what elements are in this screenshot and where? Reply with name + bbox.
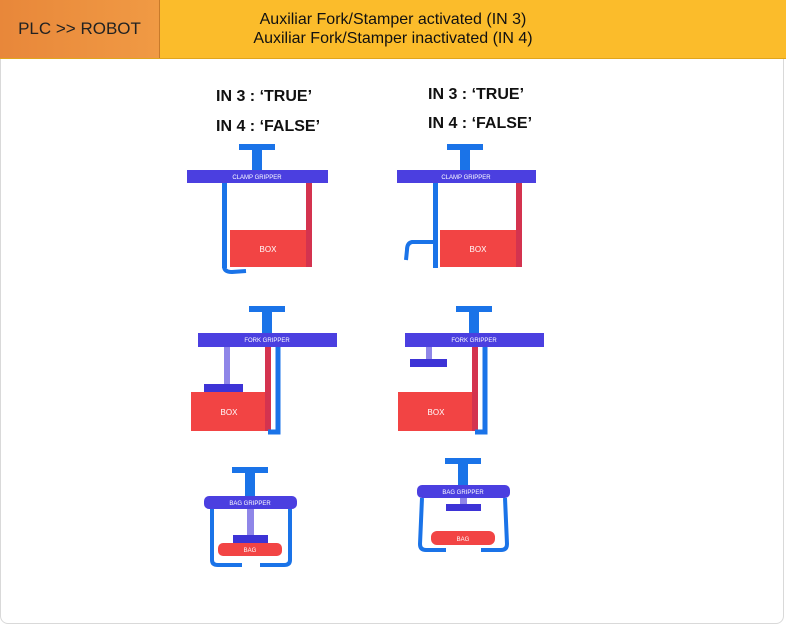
bag-plunger-pad-left xyxy=(233,535,268,543)
fork-red-arm-left xyxy=(265,347,271,431)
fork-blue-arm-right xyxy=(475,347,488,435)
bag-gripper-label-left: BAG GRIPPER xyxy=(229,501,271,507)
clamp-left-arm-tip-left xyxy=(222,265,247,275)
bag-gripper-label-right: BAG GRIPPER xyxy=(442,490,484,496)
page-title: Auxiliar Fork/Stamper activated (IN 3) A… xyxy=(160,10,626,48)
fork-diagram-right: FORK GRIPPER BOX xyxy=(398,306,544,435)
clamp-stem-right xyxy=(460,150,470,170)
fork-box-left xyxy=(191,392,267,431)
condition-in3-right: IN 3 : ‘TRUE’ xyxy=(428,86,525,103)
stamper-rod-right xyxy=(426,347,432,359)
bag-right-claw-left xyxy=(260,509,292,567)
clamp-gripper-label-left: CLAMP GRIPPER xyxy=(232,175,282,181)
fork-gripper-label-left: FORK GRIPPER xyxy=(244,338,290,344)
bag-stem-right xyxy=(458,464,468,485)
clamp-stem-cap-left xyxy=(239,144,275,150)
title-line-1: Auxiliar Fork/Stamper activated (IN 3) xyxy=(259,11,527,28)
bag-right xyxy=(431,531,495,545)
bag-gripper-bar-left xyxy=(204,496,297,509)
clamp-left-arm-right xyxy=(433,183,438,268)
clamp-right-arm-left xyxy=(306,183,312,267)
fork-stem-left xyxy=(262,312,272,333)
fork-stem-cap-left xyxy=(249,306,285,312)
clamp-gripper-bar-left xyxy=(187,170,328,183)
bag-left-claw-left xyxy=(210,509,242,567)
stamper-pad-left xyxy=(204,384,243,392)
clamp-stem-cap-right xyxy=(447,144,483,150)
fork-red-arm-right xyxy=(472,347,478,431)
clamp-gripper-bar-right xyxy=(397,170,536,183)
box-label-left: BOX xyxy=(260,245,278,254)
condition-in3-left: IN 3 : ‘TRUE’ xyxy=(216,88,313,105)
clamp-diagram-right: CLAMP GRIPPER BOX xyxy=(397,144,536,268)
bag-left xyxy=(218,543,282,556)
clamp-left-arm-tip-right xyxy=(404,240,434,261)
condition-in4-left: IN 4 : ‘FALSE’ xyxy=(216,118,321,135)
clamp-left-arm-left xyxy=(222,183,227,268)
box-label-right: BOX xyxy=(470,245,488,254)
fork-blue-arm-left xyxy=(268,347,281,435)
stamper-rod-left xyxy=(224,347,230,384)
fork-gripper-bar-left xyxy=(198,333,337,347)
bag-stem-left xyxy=(245,473,255,496)
condition-in4-right: IN 4 : ‘FALSE’ xyxy=(428,115,533,132)
box-left xyxy=(230,230,306,267)
fork-gripper-label-right: FORK GRIPPER xyxy=(451,338,497,344)
bag-plunger-rod-left xyxy=(247,509,254,535)
clamp-gripper-label-right: CLAMP GRIPPER xyxy=(441,175,491,181)
bag-plunger-pad-right xyxy=(446,504,481,511)
bag-stem-cap-right xyxy=(445,458,481,464)
fork-box-label-right: BOX xyxy=(428,408,446,417)
title-line-2: Auxiliar Fork/Stamper inactivated (IN 4) xyxy=(253,30,533,47)
box-right xyxy=(440,230,516,267)
fork-box-right xyxy=(398,392,474,431)
stamper-pad-right xyxy=(410,359,447,367)
bag-left-claw-right xyxy=(417,497,446,552)
fork-stem-right xyxy=(469,312,479,333)
fork-diagram-left: FORK GRIPPER BOX xyxy=(191,306,337,435)
clamp-stem-left xyxy=(252,150,262,170)
bag-plunger-rod-right xyxy=(460,498,467,504)
bag-diagram-left: BAG GRIPPER BAG xyxy=(204,467,297,567)
header-bar: PLC >> ROBOT Auxiliar Fork/Stamper activ… xyxy=(0,0,786,59)
fork-gripper-bar-right xyxy=(405,333,544,347)
bag-label-left: BAG xyxy=(244,548,257,554)
clamp-right-arm-right xyxy=(516,183,522,267)
bag-label-right: BAG xyxy=(457,537,470,543)
fork-stem-cap-right xyxy=(456,306,492,312)
plc-robot-tag: PLC >> ROBOT xyxy=(0,0,160,58)
bag-right-claw-right xyxy=(481,497,510,552)
bag-stem-cap-left xyxy=(232,467,268,473)
bag-diagram-right: BAG GRIPPER BAG xyxy=(417,458,510,552)
clamp-diagram-left: CLAMP GRIPPER BOX xyxy=(187,144,328,275)
bag-gripper-bar-right xyxy=(417,485,510,498)
fork-box-label-left: BOX xyxy=(221,408,239,417)
